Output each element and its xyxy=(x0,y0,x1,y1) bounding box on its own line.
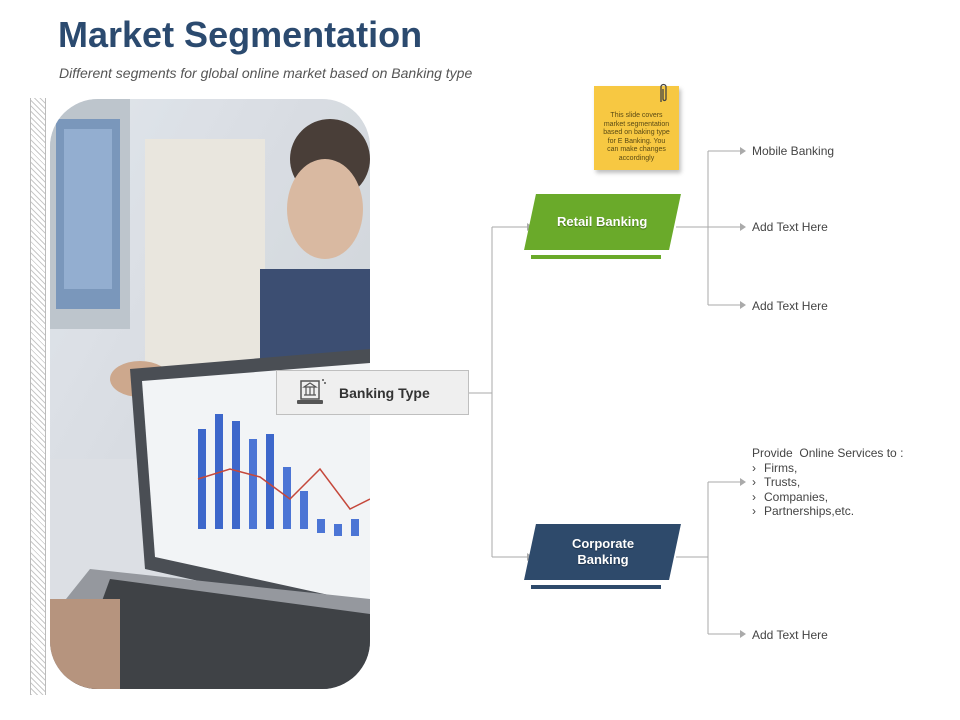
corporate-item-last: Add Text Here xyxy=(752,628,828,642)
paperclip-icon xyxy=(658,82,668,109)
page-subtitle: Different segments for global online mar… xyxy=(59,65,473,81)
retail-banking-label: Retail Banking xyxy=(557,214,648,229)
decorative-hatch-bar xyxy=(30,98,46,695)
corporate-banking-label: Corporate Banking xyxy=(571,536,634,567)
list-item: Trusts, xyxy=(752,475,903,490)
retail-banking-underline xyxy=(531,255,661,259)
banking-type-label: Banking Type xyxy=(339,385,430,401)
retail-item-2: Add Text Here xyxy=(752,220,828,234)
list-item: Partnerships,etc. xyxy=(752,504,903,519)
sticky-note-text: This slide covers market segmentation ba… xyxy=(603,112,670,162)
page-title: Market Segmentation xyxy=(58,14,423,55)
retail-banking-node: Retail Banking xyxy=(524,194,681,250)
retail-item-3: Add Text Here xyxy=(752,299,828,313)
list-item: Companies, xyxy=(752,490,903,505)
bank-laptop-icon xyxy=(295,377,327,409)
banking-type-node: Banking Type xyxy=(276,370,469,415)
list-item: Firms, xyxy=(752,461,903,476)
corporate-services-list: Provide Online Services to : Firms, Trus… xyxy=(752,446,903,519)
retail-item-1: Mobile Banking xyxy=(752,144,835,158)
corporate-services-intro: Provide Online Services to : xyxy=(752,446,904,460)
sticky-note: This slide covers market segmentation ba… xyxy=(594,83,679,170)
corporate-banking-underline xyxy=(531,585,661,589)
corporate-banking-node: Corporate Banking xyxy=(524,524,681,580)
